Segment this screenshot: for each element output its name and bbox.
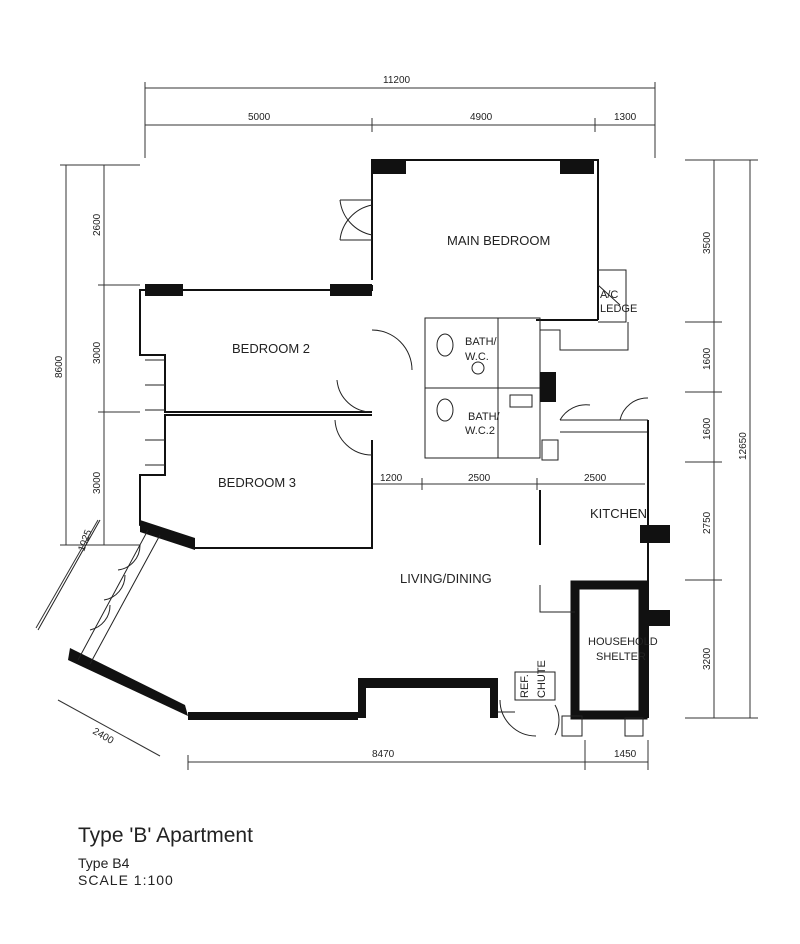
chute-label-b: CHUTE — [536, 660, 548, 698]
dim-top-3: 1300 — [614, 112, 637, 123]
dim-inner-1: 1200 — [380, 473, 403, 484]
left-dimensions: 8600 2600 3000 3000 1025 — [54, 164, 140, 553]
bay-window — [37, 519, 161, 665]
right-dimensions: 3500 1600 1600 2750 3200 12650 — [685, 159, 758, 719]
dim-right-1: 3500 — [702, 231, 713, 254]
ac-ledge: A/C LEDGE — [597, 269, 637, 323]
dim-right-2: 1600 — [702, 347, 713, 370]
dim-right-4: 2750 — [702, 511, 713, 534]
dim-left-diag: 1025 — [76, 528, 94, 553]
dim-top-2: 4900 — [470, 112, 493, 123]
dim-inner-3: 2500 — [584, 473, 607, 484]
living-dining-label: LIVING/DINING — [400, 571, 492, 586]
service-area — [540, 322, 649, 461]
dim-left-1: 2600 — [92, 213, 103, 236]
bath-1-label-b: W.C. — [465, 351, 489, 363]
main-bedroom-label: MAIN BEDROOM — [447, 233, 550, 248]
kitchen: KITCHEN — [539, 420, 670, 718]
bedroom-3-label: BEDROOM 3 — [218, 475, 296, 490]
living-dining: LIVING/DINING — [68, 571, 515, 720]
dim-left-2: 3000 — [92, 341, 103, 364]
dim-top-1: 5000 — [248, 112, 271, 123]
chute-label: REF. — [519, 674, 531, 698]
shelter-label-b: SHELTER — [596, 651, 646, 663]
dim-left-3: 3000 — [92, 471, 103, 494]
dim-bottom: 8470 — [372, 749, 395, 760]
plan-scale: SCALE 1:100 — [78, 872, 174, 888]
ac-ledge-label: A/C — [600, 289, 618, 301]
main-bedroom: MAIN BEDROOM — [339, 159, 599, 321]
dim-right-total: 12650 — [738, 432, 749, 460]
dim-right-3: 1600 — [702, 417, 713, 440]
bedroom-2-label: BEDROOM 2 — [232, 341, 310, 356]
plan-title: Type 'B' Apartment — [78, 824, 253, 847]
household-shelter: HOUSEHOLD SHELTER — [539, 580, 658, 720]
dim-right-5: 3200 — [702, 647, 713, 670]
dim-bottom-right: 1450 — [614, 749, 637, 760]
bedroom-3: BEDROOM 3 — [139, 414, 373, 550]
ac-ledge-label-b: LEDGE — [600, 303, 637, 315]
bathrooms: BATH/ W.C. BATH/ W.C.2 — [371, 317, 556, 459]
top-dimensions: 11200 5000 4900 1300 — [144, 75, 656, 158]
dim-left-total: 8600 — [54, 355, 65, 378]
dim-top-total: 11200 — [383, 75, 411, 86]
bedroom-2: BEDROOM 2 — [139, 284, 373, 413]
dim-inner-2: 2500 — [468, 473, 491, 484]
refuse-chute: REF. CHUTE — [499, 660, 644, 737]
plan-type: Type B4 — [78, 855, 130, 871]
kitchen-label: KITCHEN — [590, 506, 647, 521]
inner-dimensions: 1200 2500 2500 — [372, 473, 645, 490]
shelter-label: HOUSEHOLD — [588, 636, 658, 648]
bath-2-label-b: W.C.2 — [465, 425, 495, 437]
bath-1-label: BATH/ — [465, 336, 498, 348]
bath-2-label: BATH/ — [468, 411, 501, 423]
